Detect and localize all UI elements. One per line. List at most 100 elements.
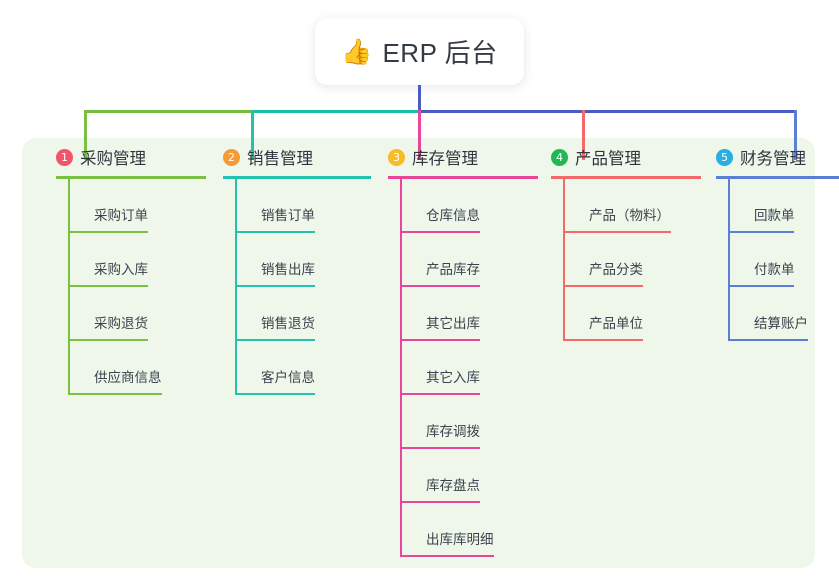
branch-badge-4: 4 xyxy=(551,148,568,166)
leaf-underline xyxy=(402,393,480,395)
leaf-label: 库存调拨 xyxy=(426,424,480,439)
branch-trunk-4 xyxy=(563,179,565,341)
branch-leaf-list-1: 采购订单采购入库采购退货供应商信息 xyxy=(68,179,162,395)
leaf-label: 销售订单 xyxy=(261,208,315,223)
leaf-underline xyxy=(565,285,643,287)
leaf-underline xyxy=(730,285,794,287)
leaf-node[interactable]: 采购入库 xyxy=(68,233,148,287)
leaf-node[interactable]: 产品库存 xyxy=(400,233,480,287)
branch-header-1[interactable]: 1 采购管理 xyxy=(40,145,146,169)
leaf-underline xyxy=(402,231,480,233)
root-node[interactable]: 👍 ERP 后台 xyxy=(315,18,524,85)
branch-badge-3: 3 xyxy=(388,148,405,166)
leaf-underline xyxy=(565,339,643,341)
leaf-label: 产品单位 xyxy=(589,316,643,331)
leaf-node[interactable]: 出库库明细 xyxy=(400,503,494,557)
leaf-label: 供应商信息 xyxy=(94,370,162,385)
leaf-underline xyxy=(402,555,494,557)
leaf-node[interactable]: 产品单位 xyxy=(563,287,643,341)
leaf-underline xyxy=(402,501,480,503)
leaf-underline xyxy=(730,231,794,233)
branch-title-2: 销售管理 xyxy=(247,150,313,168)
leaf-underline xyxy=(237,285,315,287)
branch-column-3: 3 库存管理仓库信息产品库存其它出库其它入库库存调拨库存盘点出库库明细 xyxy=(372,145,538,557)
leaf-node[interactable]: 产品（物料） xyxy=(563,179,671,233)
leaf-underline xyxy=(402,285,480,287)
leaf-node[interactable]: 回款单 xyxy=(728,179,795,233)
branch-title-1: 采购管理 xyxy=(80,150,146,168)
leaf-underline xyxy=(70,393,162,395)
leaf-label: 采购订单 xyxy=(94,208,148,223)
branch-drop-1 xyxy=(84,110,87,160)
branch-drop-2 xyxy=(251,110,254,160)
leaf-label: 采购退货 xyxy=(94,316,148,331)
leaf-underline xyxy=(70,285,148,287)
leaf-node[interactable]: 付款单 xyxy=(728,233,795,287)
leaf-underline xyxy=(402,447,480,449)
leaf-label: 仓库信息 xyxy=(426,208,480,223)
branch-header-3[interactable]: 3 库存管理 xyxy=(372,145,478,169)
leaf-node[interactable]: 库存盘点 xyxy=(400,449,480,503)
branch-trunk-3 xyxy=(400,179,402,557)
branch-underline-2 xyxy=(223,176,371,179)
leaf-node[interactable]: 产品分类 xyxy=(563,233,643,287)
branch-leaf-list-2: 销售订单销售出库销售退货客户信息 xyxy=(235,179,315,395)
leaf-node[interactable]: 销售退货 xyxy=(235,287,315,341)
branch-trunk-2 xyxy=(235,179,237,395)
leaf-node[interactable]: 其它出库 xyxy=(400,287,480,341)
leaf-label: 采购入库 xyxy=(94,262,148,277)
branch-underline-4 xyxy=(551,176,701,179)
leaf-node[interactable]: 供应商信息 xyxy=(68,341,162,395)
branch-drop-4 xyxy=(582,110,585,160)
leaf-node[interactable]: 库存调拨 xyxy=(400,395,480,449)
leaf-label: 其它出库 xyxy=(426,316,480,331)
branch-title-4: 产品管理 xyxy=(575,150,641,168)
leaf-underline xyxy=(565,231,671,233)
bar-segment-teal xyxy=(251,110,420,113)
branch-column-4: 4 产品管理产品（物料） 产品分类产品单位 xyxy=(535,145,701,341)
leaf-node[interactable]: 其它入库 xyxy=(400,341,480,395)
leaf-underline xyxy=(730,339,808,341)
leaf-node[interactable]: 仓库信息 xyxy=(400,179,480,233)
leaf-label: 产品（物料） xyxy=(589,208,670,223)
leaf-label: 付款单 xyxy=(754,262,795,277)
branch-column-1: 1 采购管理采购订单采购入库采购退货供应商信息 xyxy=(40,145,206,395)
branch-trunk-5 xyxy=(728,179,730,341)
leaf-label: 产品分类 xyxy=(589,262,643,277)
branch-leaf-list-5: 回款单付款单结算账户 xyxy=(728,179,808,341)
diagram-panel xyxy=(22,138,815,568)
branch-trunk-1 xyxy=(68,179,70,395)
branch-badge-5: 5 xyxy=(716,148,733,166)
leaf-label: 库存盘点 xyxy=(426,478,480,493)
thumbs-up-icon: 👍 xyxy=(341,37,373,66)
root-stem xyxy=(418,85,421,113)
branch-leaf-list-3: 仓库信息产品库存其它出库其它入库库存调拨库存盘点出库库明细 xyxy=(400,179,494,557)
leaf-label: 产品库存 xyxy=(426,262,480,277)
leaf-node[interactable]: 采购退货 xyxy=(68,287,148,341)
leaf-underline xyxy=(237,231,315,233)
leaf-node[interactable]: 销售订单 xyxy=(235,179,315,233)
leaf-node[interactable]: 客户信息 xyxy=(235,341,315,395)
leaf-label: 客户信息 xyxy=(261,370,315,385)
branch-underline-5 xyxy=(716,176,839,179)
branch-title-3: 库存管理 xyxy=(412,150,478,168)
root-node-title: ERP 后台 xyxy=(382,38,498,68)
leaf-label: 其它入库 xyxy=(426,370,480,385)
branch-underline-3 xyxy=(388,176,538,179)
leaf-node[interactable]: 结算账户 xyxy=(728,287,808,341)
bar-segment-green xyxy=(84,110,253,113)
branch-drop-3 xyxy=(418,110,421,160)
bar-segment-blue xyxy=(418,110,797,113)
branch-header-4[interactable]: 4 产品管理 xyxy=(535,145,641,169)
leaf-node[interactable]: 采购订单 xyxy=(68,179,148,233)
leaf-node[interactable]: 销售出库 xyxy=(235,233,315,287)
leaf-underline xyxy=(70,231,148,233)
branch-badge-1: 1 xyxy=(56,148,73,166)
leaf-underline xyxy=(237,339,315,341)
leaf-underline xyxy=(70,339,148,341)
